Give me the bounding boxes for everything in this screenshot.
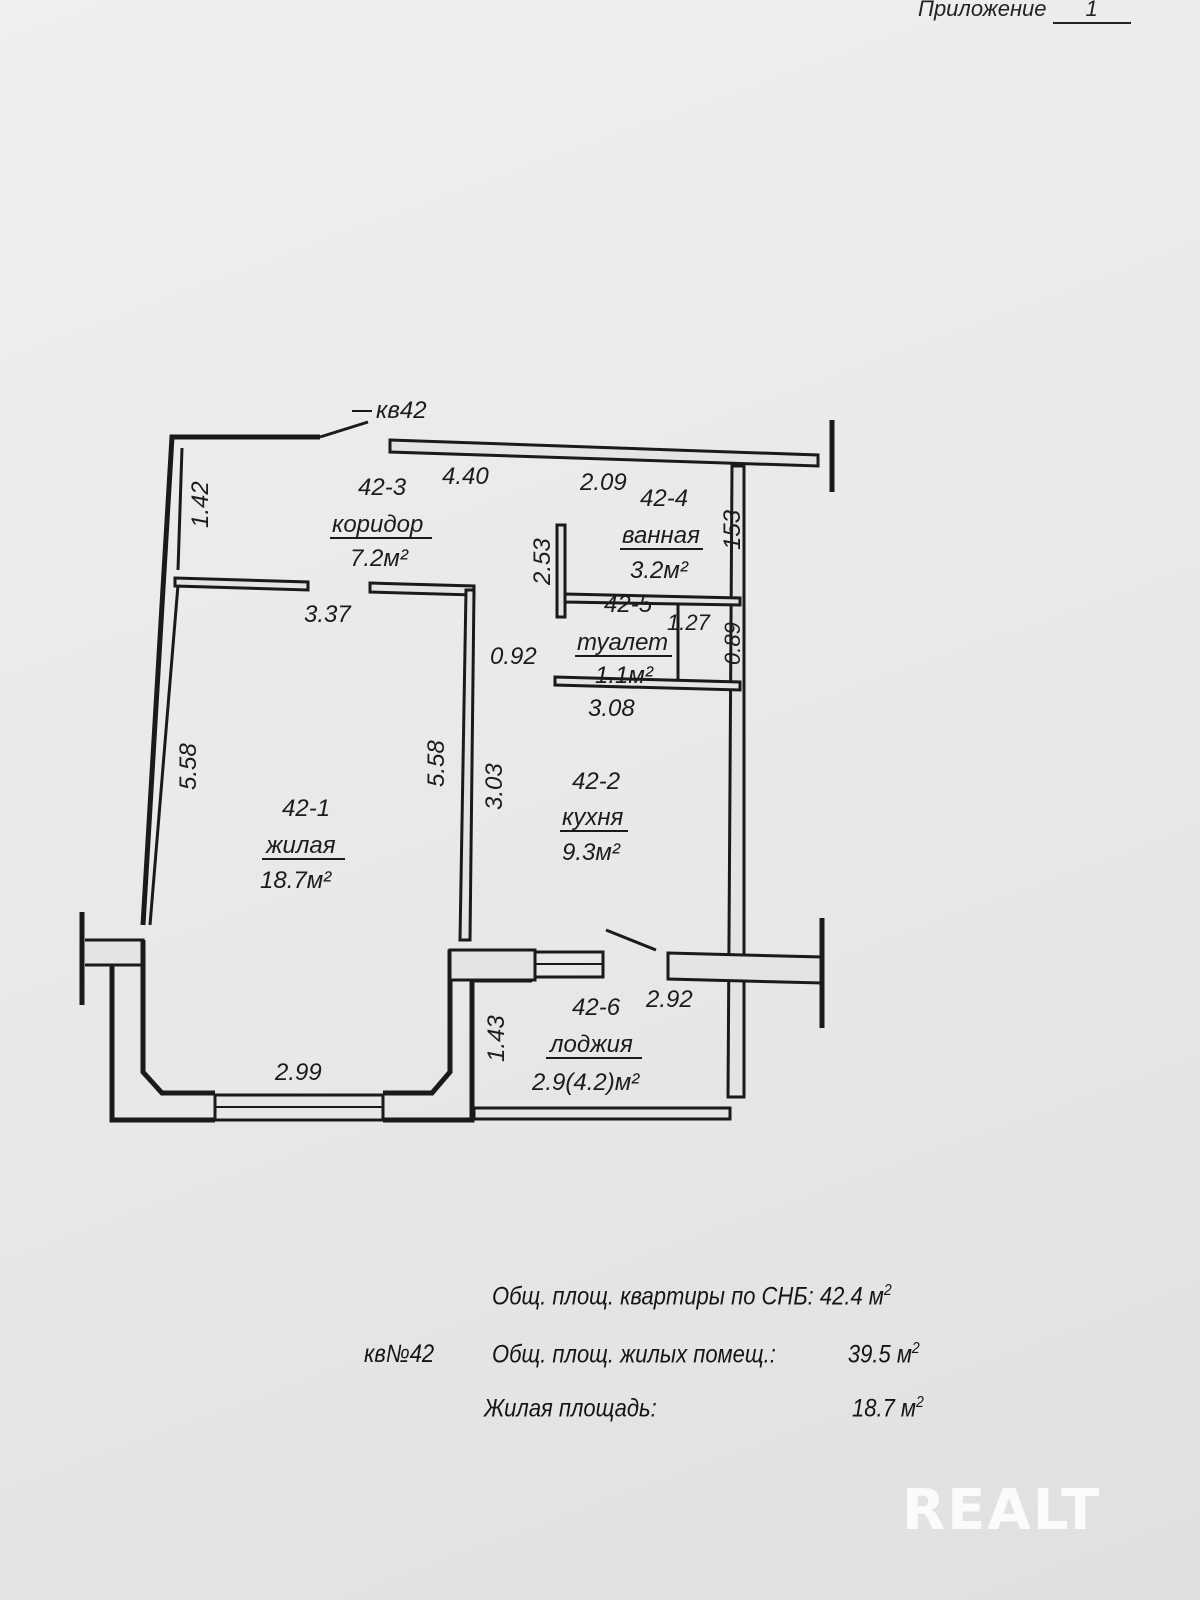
realt-watermark: REALT (902, 1478, 1102, 1543)
summary-value: 42.4 м (819, 1282, 884, 1311)
wall-top (388, 438, 820, 468)
room-name-corridor: коридор (332, 511, 423, 538)
dim-toilet-right: 0.89 (720, 622, 745, 665)
room-area-loggia: 2.9(4.2)м² (531, 1069, 640, 1096)
loggia-railing (472, 1106, 732, 1121)
summary-value: 39.5 м (847, 1340, 912, 1369)
summary-label: Общ. площ. жилых помещ.: (492, 1340, 776, 1369)
dim-living-right: 5.58 (423, 740, 450, 787)
room-area-living: 18.7м² (260, 867, 332, 894)
labels: кв42 42-3 коридор 7.2м² 42-4 ванная 3.2м… (175, 397, 746, 1096)
room-id-loggia: 42-6 (572, 994, 621, 1021)
wall-right (726, 464, 746, 1099)
room-name-loggia: лоджия (548, 1031, 633, 1058)
wall-toilet-bottom (553, 675, 742, 692)
room-name-toilet: туалет (577, 629, 668, 656)
summary-sup: 2 (883, 1282, 892, 1299)
summary-row-living-area: Жилая площадь: 18.7 м2 (484, 1394, 924, 1423)
dim-kitchen-below-toilet: 3.08 (588, 695, 635, 722)
wall-living-left (148, 584, 180, 926)
summary-sup: 2 (911, 1340, 920, 1357)
wall-left-outer (140, 434, 320, 926)
dim-living-bottom: 2.99 (274, 1059, 322, 1086)
appendix-label: Приложение (918, 0, 1047, 21)
appendix-header: Приложение 1 (918, 0, 1131, 24)
room-area-bath: 3.2м² (630, 557, 689, 584)
dim-toilet-width: 1.27 (667, 610, 711, 635)
room-area-kitchen: 9.3м² (562, 839, 621, 866)
room-id-kitchen: 42-2 (572, 768, 620, 795)
dim-bath-right: 153 (719, 509, 746, 550)
wall-partition-left (173, 576, 310, 592)
summary-row-total: Общ. площ. квартиры по СНБ: 42.4 м2 (492, 1282, 892, 1311)
dim-loggia-top: 2.92 (645, 986, 693, 1013)
dim-kitchen-left: 3.03 (481, 763, 508, 810)
room-name-kitchen: кухня (562, 804, 624, 831)
dim-bath-top: 2.09 (579, 469, 627, 496)
walls (79, 420, 835, 1123)
summary-sup: 2 (916, 1394, 924, 1411)
wall-bay-right-inner (383, 949, 460, 1096)
kitchen-door (605, 928, 657, 952)
wall-bath-left (555, 523, 567, 619)
dim-kitchen-top: 0.92 (490, 643, 537, 670)
summary-row-living-rooms: Общ. площ. жилых помещ.: 39.5 м2 (492, 1340, 920, 1369)
dim-living-left: 5.58 (175, 743, 202, 790)
summary-label: Общ. площ. квартиры по СНБ: (492, 1282, 814, 1311)
summary-value: 18.7 м (851, 1394, 917, 1423)
room-id-living: 42-1 (282, 795, 330, 822)
summary-apartment-no: кв№42 (364, 1340, 435, 1368)
apartment-label: кв42 (376, 397, 427, 424)
room-id-bath: 42-4 (640, 485, 688, 512)
wall-loggia-stub (448, 948, 537, 982)
entrance-door (319, 420, 369, 439)
wall-left-inner (176, 447, 184, 571)
dim-corridor-top: 4.40 (442, 463, 489, 490)
appendix-number: 1 (1052, 0, 1131, 24)
wall-bath-toilet (563, 592, 742, 607)
wall-loggia-right (666, 951, 824, 985)
room-name-bath: ванная (622, 522, 700, 549)
room-id-toilet: 42-5 (604, 591, 653, 618)
room-name-living: жилая (265, 832, 336, 859)
room-id-corridor: 42-3 (358, 474, 407, 501)
dim-bath-left: 2.53 (529, 538, 556, 586)
dim-loggia-left: 1.43 (483, 1015, 510, 1062)
summary-label: Жилая площадь: (484, 1394, 657, 1423)
dim-living-top: 3.37 (304, 601, 352, 628)
wall-partition-right (368, 581, 476, 597)
dim-corridor-left: 1.42 (187, 481, 214, 528)
room-area-corridor: 7.2м² (350, 545, 409, 572)
room-area-toilet: 1.1м² (595, 662, 654, 689)
wall-living-kitchen (458, 588, 476, 942)
wall-bay-inner (140, 940, 215, 1096)
wall-stub-left (85, 938, 145, 967)
wall-bay-outer (109, 965, 215, 1123)
